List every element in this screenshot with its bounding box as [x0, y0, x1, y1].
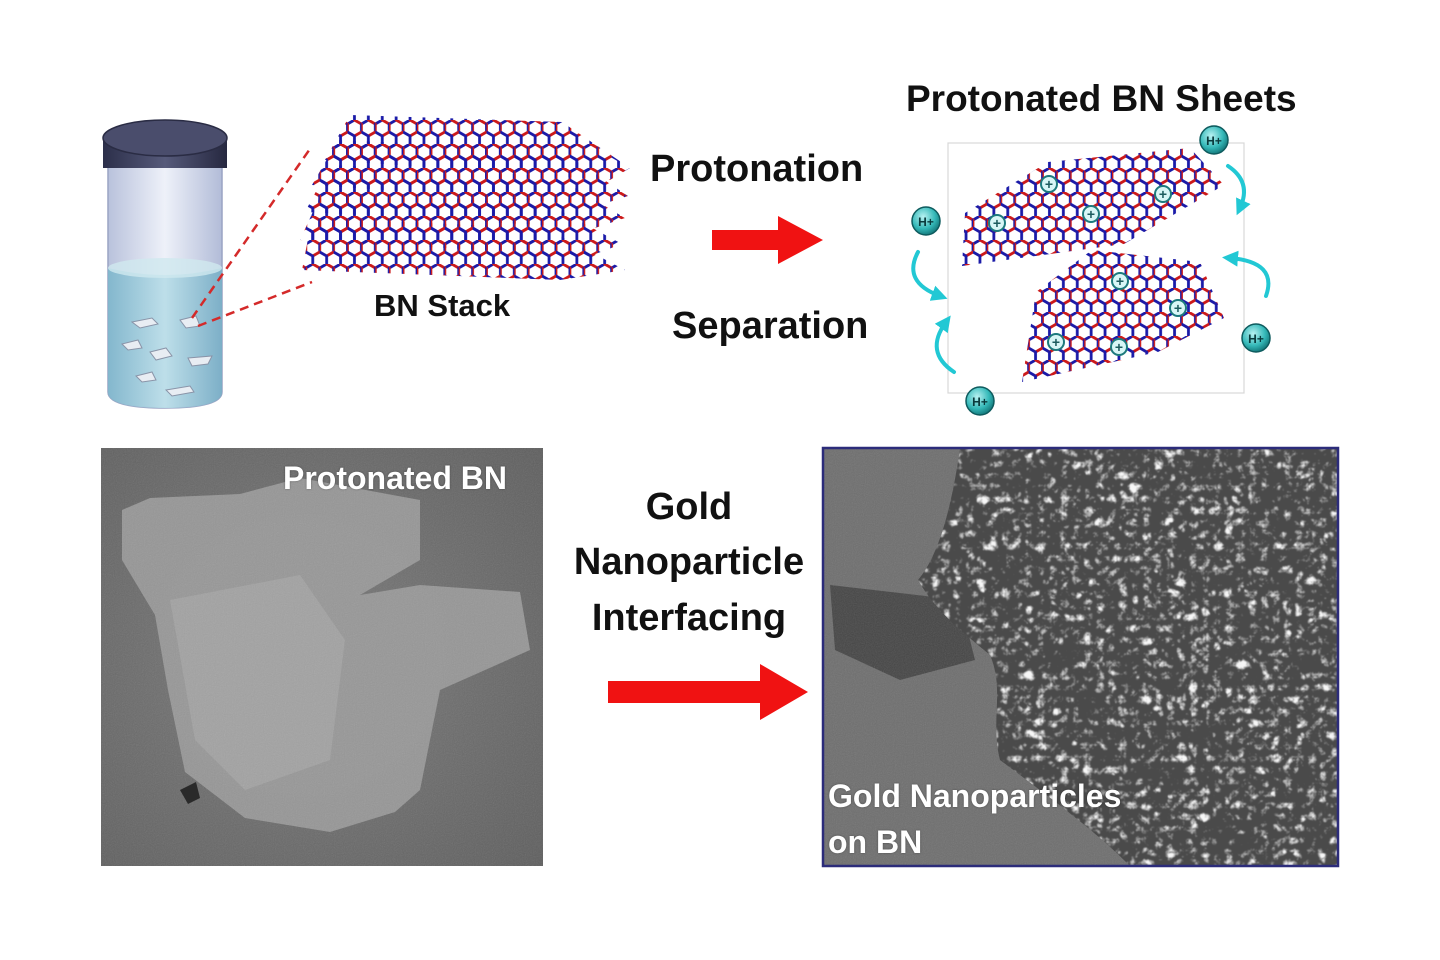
interfacing-label: Interfacing	[591, 597, 787, 639]
h-ion	[1199, 125, 1229, 155]
ion-exchange-arrows	[911, 164, 1271, 374]
vial-illustration	[102, 119, 228, 409]
ion-exchange-arrow	[1222, 250, 1271, 298]
vial-cap-top	[102, 119, 228, 157]
vial-liquid	[108, 268, 222, 408]
charge-sign: +	[1174, 300, 1182, 316]
gold-label: Gold	[645, 486, 733, 528]
h-ion	[911, 206, 941, 236]
h-ion-label: H+	[972, 395, 988, 409]
bn-flakes	[121, 315, 213, 397]
h-ion	[1241, 323, 1271, 353]
sem-left-noise	[101, 448, 543, 866]
h-ion-label: H+	[1248, 332, 1264, 346]
charge-sign: +	[1087, 206, 1095, 222]
sem-left-caption: Protonated BN	[283, 460, 507, 496]
h-ion	[965, 386, 995, 416]
arrow-interfacing	[608, 664, 808, 720]
bn-sheet-lower	[1022, 250, 1224, 382]
charge-marker	[988, 214, 1006, 232]
charge-sign: +	[1052, 334, 1060, 350]
sem-image-protonated-bn	[101, 448, 543, 866]
h-ion-label: H+	[918, 215, 934, 229]
protonated-bn-sheets-title: Protonated BN Sheets	[906, 78, 1297, 119]
bn-stack-label: BN Stack	[374, 288, 511, 323]
charge-marker	[1040, 175, 1058, 193]
charge-marker	[1154, 185, 1172, 203]
charge-sign: +	[1159, 186, 1167, 202]
protonation-label: Protonation	[650, 148, 864, 190]
charge-sign: +	[993, 215, 1001, 231]
charge-marker	[1082, 205, 1100, 223]
vial-liquid-surface	[108, 258, 222, 278]
protonated-sheets-panel: + + + + + + + + H+ H+ H+ H+	[911, 125, 1271, 416]
ion-exchange-arrow	[934, 315, 956, 374]
hydrogen-ions	[911, 125, 1271, 416]
charge-sign: +	[1116, 273, 1124, 289]
surface-charges	[988, 175, 1187, 356]
nanoparticle-label: Nanoparticle	[573, 541, 805, 583]
charge-marker	[1111, 272, 1129, 290]
separation-label: Separation	[672, 305, 869, 347]
sem-image-gold-nanoparticles	[821, 446, 1340, 868]
charge-sign: +	[1115, 339, 1123, 355]
charge-marker	[1047, 333, 1065, 351]
sem-right-caption-line2: on BN	[828, 824, 923, 860]
sem-right-frame	[821, 446, 1340, 868]
zoom-line-upper	[190, 145, 314, 319]
charge-marker	[1110, 338, 1128, 356]
bn-layer	[302, 218, 625, 280]
charge-sign: +	[1045, 176, 1053, 192]
charge-marker	[1169, 299, 1187, 317]
sem-right-caption-line1: Gold Nanoparticles	[828, 778, 1122, 814]
arrow-protonation	[712, 216, 823, 264]
zoom-line-lower	[197, 280, 313, 328]
bn-stack-illustration	[300, 115, 630, 280]
sem-defect	[180, 782, 200, 804]
h-ion-label: H+	[1206, 134, 1222, 148]
ion-exchange-arrow	[911, 250, 948, 301]
ion-exchange-arrow	[1226, 164, 1251, 216]
